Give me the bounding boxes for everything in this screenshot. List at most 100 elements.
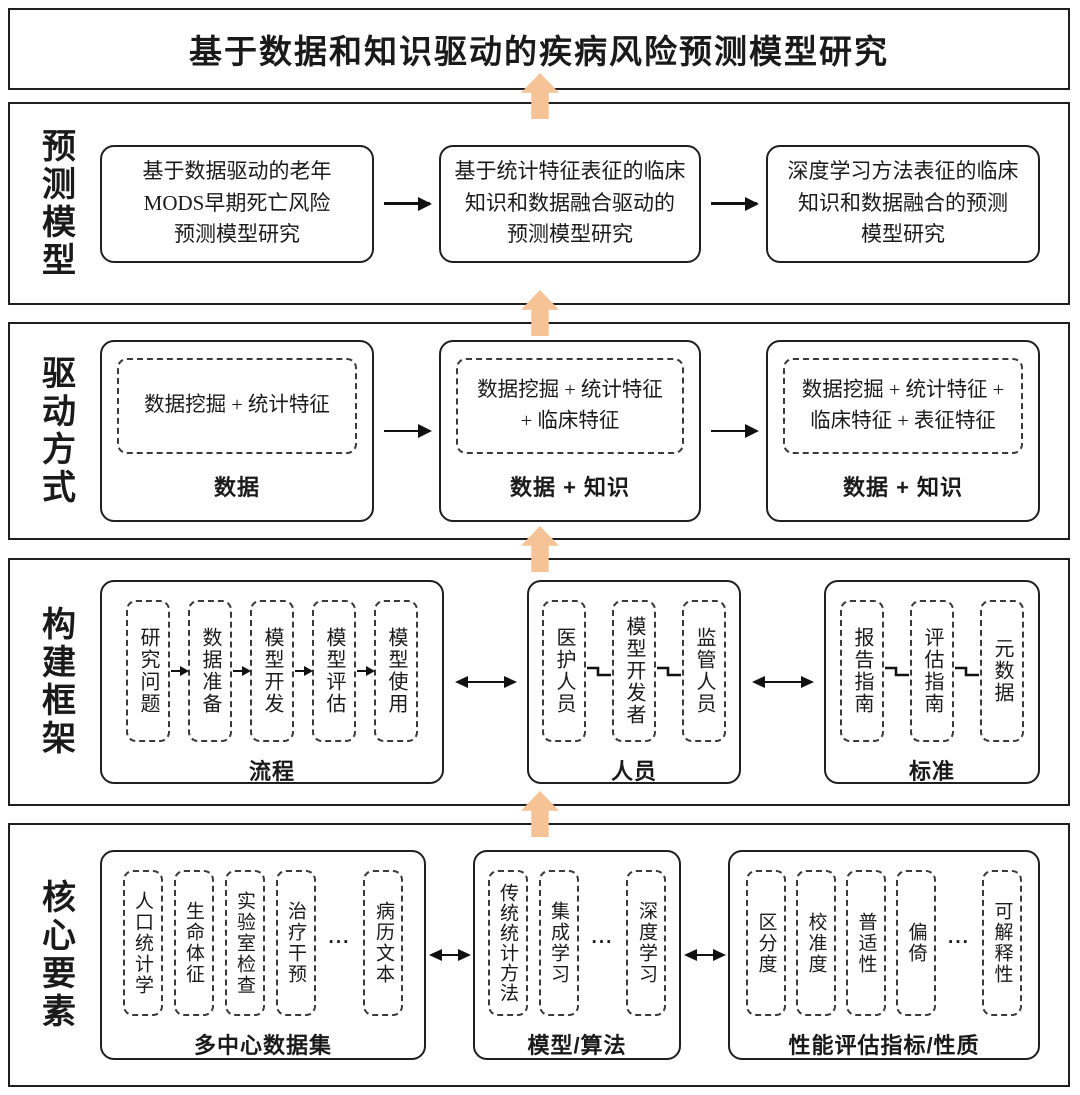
section-core-elements: 核心要素 人口统计学 生命体征 实验室检查 治疗干预 ··· 病历文本 多中心数… <box>8 823 1070 1087</box>
feature-dashed-box: 数据挖掘 + 统计特征 <box>117 358 357 454</box>
double-arrow-icon <box>753 680 812 684</box>
model-box-text: 基于数据驱动的老年 <box>142 158 332 183</box>
right-arrow-icon <box>710 202 757 205</box>
arrow-gap <box>426 953 473 957</box>
ellipsis-dots: ··· <box>591 932 614 953</box>
algorithm-items: 传统统计方法 集成学习 ··· 深度学习 <box>487 870 667 1016</box>
feature-text: 数据挖掘 + 统计特征 + <box>801 378 1005 401</box>
standards-box: 报告指南 评估指南 元数据 标准 <box>824 580 1040 784</box>
process-step-item: 研究问题 <box>126 600 170 742</box>
feature-dashed-box: 数据挖掘 + 统计特征 + 临床特征 + 表征特征 <box>783 358 1023 454</box>
section-label-core-elements: 核心要素 <box>36 879 74 1031</box>
algorithm-caption: 模型/算法 <box>527 1033 627 1058</box>
arrow-gap <box>741 680 824 684</box>
standard-item: 评估指南 <box>910 600 954 742</box>
right-arrow-icon <box>383 429 430 433</box>
model-box-text: 知识和数据融合的预测 <box>798 190 1008 215</box>
standards-items: 报告指南 评估指南 元数据 <box>840 600 1024 742</box>
feature-text: 数据挖掘 + 统计特征 <box>144 394 330 417</box>
person-item: 模型开发者 <box>612 600 656 742</box>
process-step-item: 模型评估 <box>312 600 356 742</box>
arrow-gap <box>701 429 766 433</box>
section-framework: 构建框架 研究问题 数据准备 模型开发 模型评估 模型使用 流程 医护人员 模型… <box>8 558 1070 806</box>
dataset-box: 人口统计学 生命体征 实验室检查 治疗干预 ··· 病历文本 多中心数据集 <box>100 850 426 1060</box>
people-items: 医护人员 模型开发者 监管人员 <box>542 600 726 742</box>
metrics-items: 区分度 校准度 普适性 偏倚 ··· 可解释性 <box>746 870 1022 1016</box>
model-box-1: 基于数据驱动的老年 MODS早期死亡风险 预测模型研究 <box>100 144 374 263</box>
metric-item: 偏倚 <box>896 870 936 1016</box>
people-box: 医护人员 模型开发者 监管人员 人员 <box>527 580 741 784</box>
feature-text: + 临床特征 <box>520 410 620 432</box>
data-item: 人口统计学 <box>122 870 163 1016</box>
feature-dashed-box: 数据挖掘 + 统计特征 + 临床特征 <box>456 358 684 454</box>
driving-caption: 数据 + 知识 <box>509 475 631 500</box>
arrow-gap <box>444 680 527 684</box>
metric-item: 校准度 <box>796 870 836 1016</box>
standard-item: 报告指南 <box>840 600 884 742</box>
model-box-text: 知识和数据融合驱动的 <box>465 190 675 215</box>
model-box-text: 模型研究 <box>861 222 945 247</box>
driving-caption: 数据 <box>213 475 260 500</box>
model-box-text: 深度学习方法表征的临床 <box>787 158 1019 183</box>
model-box-3: 深度学习方法表征的临床 知识和数据融合的预测 模型研究 <box>766 144 1040 263</box>
section-content: 数据挖掘 + 统计特征 数据 数据挖掘 + 统计特征 + 临床特征 数据 + 知… <box>100 340 1068 522</box>
person-item: 监管人员 <box>682 600 726 742</box>
data-item: 实验室检查 <box>224 870 265 1016</box>
algorithm-item: 传统统计方法 <box>487 870 528 1016</box>
metrics-box: 区分度 校准度 普适性 偏倚 ··· 可解释性 性能评估指标/性质 <box>728 850 1040 1060</box>
model-box-text: 预测模型研究 <box>174 222 300 247</box>
process-step-item: 模型开发 <box>250 600 294 742</box>
right-arrow-icon <box>171 669 187 673</box>
data-item: 生命体征 <box>173 870 214 1016</box>
model-box-text: 预测模型研究 <box>507 222 633 247</box>
step-connector-icon <box>657 666 681 677</box>
metric-item: 普适性 <box>846 870 886 1016</box>
process-step-item: 模型使用 <box>374 600 418 742</box>
data-item: 病历文本 <box>363 870 404 1016</box>
metrics-caption: 性能评估指标/性质 <box>788 1033 980 1058</box>
right-arrow-icon <box>357 669 373 673</box>
section-driving-mode: 驱动方式 数据挖掘 + 统计特征 数据 数据挖掘 + 统计特征 + 临床特征 数… <box>8 322 1070 540</box>
section-label-framework: 构建框架 <box>36 606 74 758</box>
algorithm-item: 深度学习 <box>626 870 667 1016</box>
section-label-prediction-models: 预测模型 <box>36 127 74 280</box>
algorithm-box: 传统统计方法 集成学习 ··· 深度学习 模型/算法 <box>473 850 681 1060</box>
double-arrow-icon <box>456 680 515 684</box>
section-content: 人口统计学 生命体征 实验室检查 治疗干预 ··· 病历文本 多中心数据集 传统… <box>100 850 1068 1060</box>
dataset-caption: 多中心数据集 <box>193 1033 332 1058</box>
arrow-gap <box>701 202 766 205</box>
driving-caption: 数据 + 知识 <box>842 475 964 500</box>
process-caption: 流程 <box>248 759 295 784</box>
ellipsis-dots: ··· <box>948 932 970 953</box>
process-box: 研究问题 数据准备 模型开发 模型评估 模型使用 流程 <box>100 580 444 784</box>
section-label-driving-mode: 驱动方式 <box>36 355 74 507</box>
model-box-text: MODS早期死亡风险 <box>143 190 331 215</box>
metric-item: 可解释性 <box>981 870 1022 1016</box>
standard-item: 元数据 <box>980 600 1024 742</box>
section-content: 基于数据驱动的老年 MODS早期死亡风险 预测模型研究 基于统计特征表征的临床 … <box>100 144 1068 263</box>
arrow-gap <box>374 429 439 433</box>
right-arrow-icon <box>233 669 249 673</box>
right-arrow-icon <box>295 669 311 673</box>
person-item: 医护人员 <box>542 600 586 742</box>
driving-box-3: 数据挖掘 + 统计特征 + 临床特征 + 表征特征 数据 + 知识 <box>766 340 1040 522</box>
ellipsis-dots: ··· <box>328 932 351 953</box>
step-connector-icon <box>587 666 611 677</box>
double-arrow-icon <box>430 953 469 957</box>
people-caption: 人员 <box>610 759 657 784</box>
metric-item: 区分度 <box>746 870 786 1016</box>
driving-box-2: 数据挖掘 + 统计特征 + 临床特征 数据 + 知识 <box>439 340 701 522</box>
feature-text: 数据挖掘 + 统计特征 <box>477 378 663 401</box>
section-content: 研究问题 数据准备 模型开发 模型评估 模型使用 流程 医护人员 模型开发者 监… <box>100 580 1068 784</box>
right-arrow-icon <box>710 429 757 433</box>
step-connector-icon <box>955 666 979 677</box>
process-step-item: 数据准备 <box>188 600 232 742</box>
dataset-items: 人口统计学 生命体征 实验室检查 治疗干预 ··· 病历文本 <box>122 870 404 1016</box>
double-arrow-icon <box>685 953 724 957</box>
step-connector-icon <box>885 666 909 677</box>
arrow-gap <box>681 953 728 957</box>
standards-caption: 标准 <box>908 759 955 784</box>
algorithm-item: 集成学习 <box>538 870 579 1016</box>
process-items: 研究问题 数据准备 模型开发 模型评估 模型使用 <box>126 600 418 742</box>
